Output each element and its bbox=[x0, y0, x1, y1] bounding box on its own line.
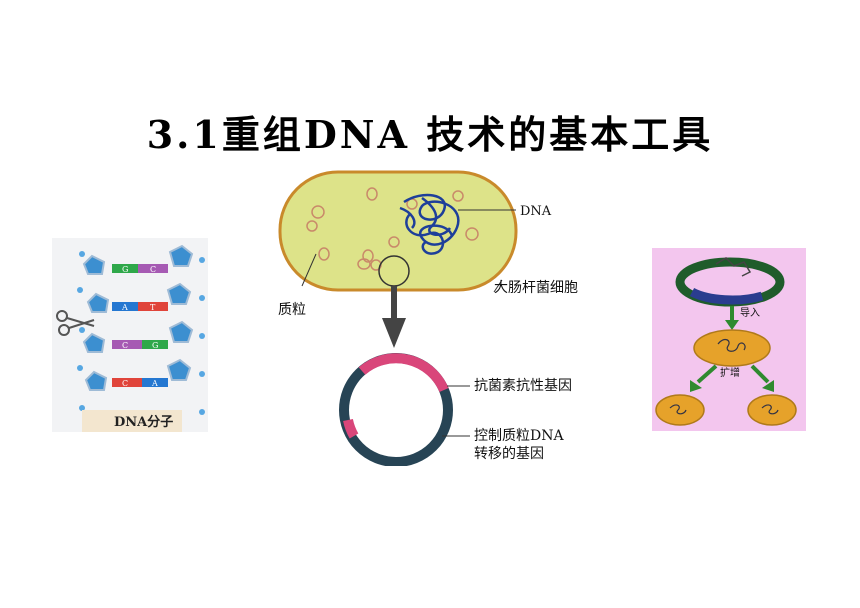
right-backbone bbox=[166, 244, 194, 381]
import-label: 导入 bbox=[740, 307, 760, 319]
plasmid-circles bbox=[306, 187, 479, 271]
amplify-arrows-icon bbox=[690, 364, 774, 392]
ecoli-cell-label: 大肠杆菌细胞 bbox=[494, 280, 578, 296]
dna-molecule-caption: DNA分子 bbox=[114, 414, 173, 430]
transfer-gene-label-line1: 控制质粒DNA bbox=[474, 428, 564, 444]
recombinant-plasmid bbox=[675, 257, 785, 307]
plasmid-label: 质粒 bbox=[278, 302, 306, 318]
bacterium-plasmid-figure: DNA 质粒 大肠杆菌细胞 抗菌素抗性基因 控制质粒DNA 转移的基因 bbox=[272, 168, 594, 466]
svg-text:C: C bbox=[122, 341, 128, 350]
svg-text:A: A bbox=[121, 303, 128, 312]
import-arrow-icon bbox=[725, 306, 739, 330]
base-pair-4: C A bbox=[112, 378, 168, 388]
svg-text:G: G bbox=[122, 265, 128, 274]
base-pair-1: G C bbox=[112, 264, 168, 274]
svg-text:T: T bbox=[150, 303, 156, 312]
transfer-gene-label-line2: 转移的基因 bbox=[474, 445, 544, 462]
amplify-label: 扩增 bbox=[720, 366, 740, 379]
scissors-icon bbox=[56, 310, 95, 336]
base-pair-3: C G bbox=[112, 340, 168, 350]
chromosome-dna bbox=[399, 193, 460, 255]
page-title: 3.1重组DNA 技术的基本工具 bbox=[146, 112, 714, 157]
left-backbone bbox=[82, 254, 110, 391]
enlarged-plasmid bbox=[339, 353, 453, 466]
svg-text:A: A bbox=[151, 379, 158, 388]
host-cell bbox=[693, 329, 771, 367]
dna-label: DNA bbox=[520, 204, 552, 219]
svg-text:G: G bbox=[152, 341, 158, 350]
base-pair-2: A T bbox=[112, 302, 168, 312]
dna-molecule-figure: G C A T C G C A DNA分子 bbox=[52, 238, 208, 432]
daughter-cell-right bbox=[747, 394, 797, 426]
resistance-gene-label: 抗菌素抗性基因 bbox=[474, 377, 572, 394]
daughter-cell-left bbox=[655, 394, 705, 426]
svg-text:C: C bbox=[150, 265, 156, 274]
down-arrow-icon bbox=[382, 286, 406, 348]
svg-text:C: C bbox=[122, 379, 128, 388]
cloning-figure: 导入 扩增 bbox=[652, 248, 806, 431]
ecoli-cell bbox=[278, 170, 518, 292]
